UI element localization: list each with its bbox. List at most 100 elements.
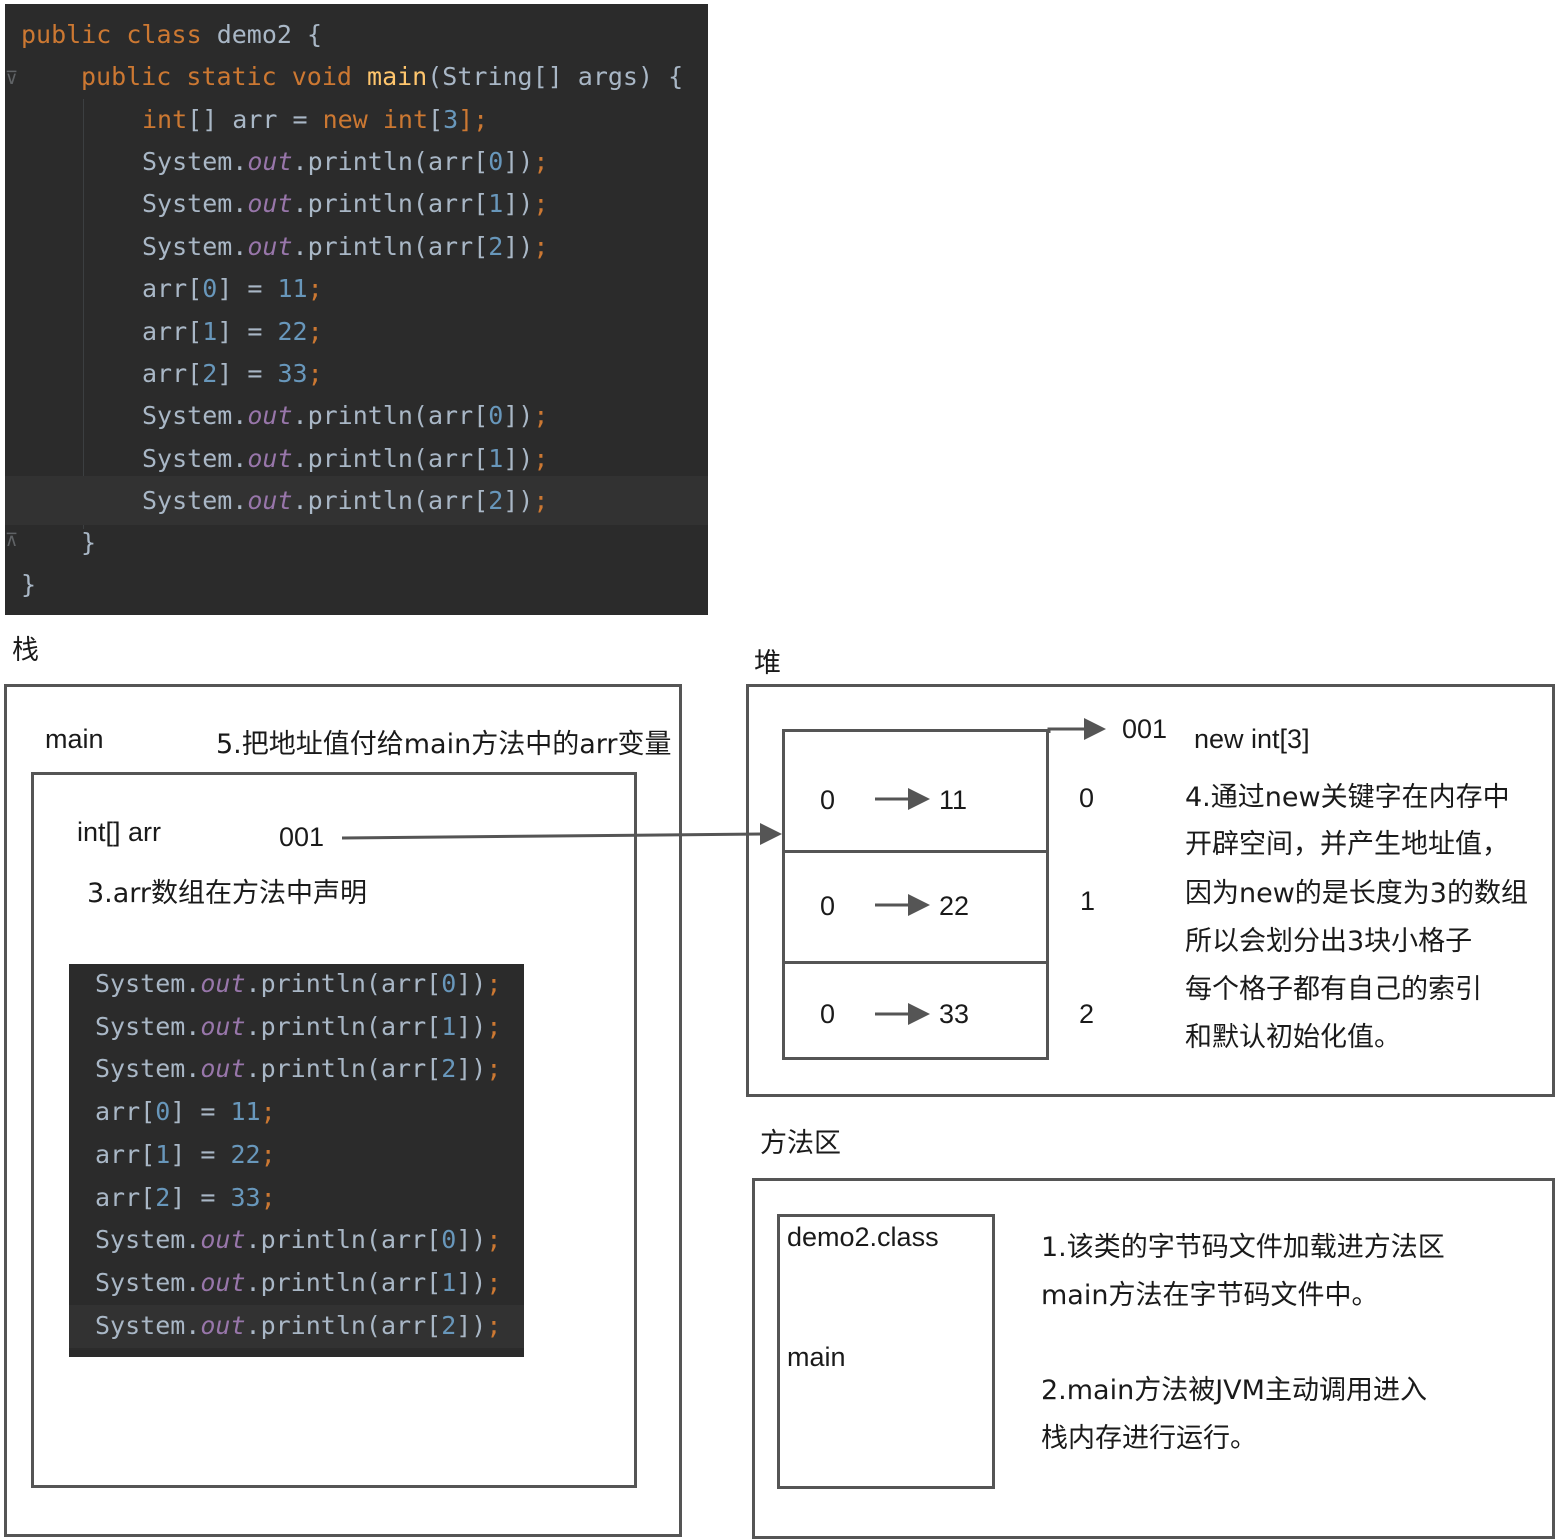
heap-title: 堆 [754, 648, 781, 679]
code-token: .println(arr[ [245, 1054, 442, 1084]
code-token: System. [142, 443, 248, 473]
arr-variable-label: int[] arr [77, 817, 162, 847]
code-token: 11 [277, 274, 308, 304]
step5-annotation: 5.把地址值付给main方法中的arr变量 [216, 729, 672, 760]
step1-line: 1.该类的字节码文件加载进方法区 [1041, 1232, 1445, 1263]
code-token: .println(arr[ [292, 486, 489, 516]
code-token: ]) [503, 443, 534, 473]
code-token: ]) [456, 1225, 487, 1255]
code-token: arr[ [95, 1139, 156, 1169]
code-token: ; [533, 401, 549, 431]
stack-frame-label: main [45, 724, 104, 754]
code-line: System.out.println(arr[0]); [69, 1225, 524, 1254]
code-token: ]) [456, 969, 487, 998]
code-token: System. [95, 1054, 201, 1084]
code-token: .println(arr[ [245, 1225, 442, 1255]
code-token: ]) [503, 401, 534, 431]
cell-default-value: 0 [820, 785, 836, 815]
code-line: System.out.println(arr[1]); [69, 1012, 524, 1041]
code-token: ; [307, 316, 323, 346]
code-token: ]) [456, 1054, 487, 1084]
code-token: System. [142, 401, 248, 431]
code-token: ; [533, 443, 549, 473]
code-token: arr[ [142, 274, 203, 304]
code-token: ; [260, 1139, 276, 1169]
step3-annotation: 3.arr数组在方法中声明 [87, 878, 368, 909]
code-token: 2 [202, 359, 218, 388]
code-token: 0 [441, 1225, 457, 1255]
code-token: System. [142, 231, 248, 261]
code-token: System. [95, 1310, 201, 1340]
step2-line: 栈内存进行运行。 [1041, 1423, 1257, 1454]
code-token: out [247, 443, 293, 473]
code-token: System. [95, 1267, 201, 1297]
code-token: out [247, 231, 293, 261]
code-token: 2 [488, 231, 504, 261]
cell-default-value: 0 [820, 891, 836, 921]
code-token: 1 [155, 1139, 171, 1169]
code-line: System.out.println(arr[1]); [69, 1268, 524, 1297]
code-token: 33 [277, 359, 308, 388]
code-token: 1 [202, 316, 218, 346]
code-token: 2 [441, 1054, 457, 1084]
code-line-close-class: } [21, 570, 37, 599]
code-token: .println(arr[ [245, 1011, 442, 1041]
code-token: 1 [441, 1011, 457, 1041]
step4-line: 和默认初始化值。 [1185, 1022, 1401, 1053]
stack-title: 栈 [12, 635, 39, 666]
code-token: ; [533, 147, 549, 176]
code-token: .println(arr[ [292, 401, 489, 431]
step2-line: 2.main方法被JVM主动调用进入 [1041, 1375, 1427, 1406]
code-token: ; [486, 969, 502, 998]
code-token: 2 [155, 1182, 171, 1212]
code-line: System.out.println(arr[2]); [5, 476, 708, 526]
fold-icon: ⊽ [5, 68, 19, 89]
code-token: 0 [441, 969, 457, 998]
code-token: 22 [277, 316, 308, 346]
code-token: ; [260, 1182, 276, 1212]
code-token: ; [486, 1310, 502, 1340]
code-token: arr[ [95, 1097, 156, 1127]
code-line: System.out.println(arr[1]); [5, 189, 708, 218]
code-token: 0 [488, 147, 504, 176]
code-line: arr[0] = 11; [69, 1097, 524, 1126]
code-token: 11 [230, 1097, 261, 1127]
step4-line: 所以会划分出3块小格子 [1185, 926, 1473, 957]
code-token: ]) [503, 486, 534, 516]
code-token: System. [142, 486, 248, 516]
code-line: arr[1] = 22; [69, 1140, 524, 1169]
code-token: arr[ [142, 359, 203, 388]
cell-assigned-value: 11 [939, 785, 968, 815]
code-line: System.out.println(arr[0]); [69, 969, 524, 998]
code-token: out [200, 1267, 246, 1297]
code-token: 2 [441, 1310, 457, 1340]
code-token: .println(arr[ [292, 231, 489, 261]
code-token: ; [260, 1097, 276, 1127]
code-token: System. [95, 1011, 201, 1041]
code-token: 0 [155, 1097, 171, 1127]
array-cell [782, 961, 1049, 1060]
method-area-title: 方法区 [760, 1128, 841, 1159]
code-token: out [247, 401, 293, 431]
code-token: ; [533, 486, 549, 516]
heap-new-expression: new int[3] [1194, 724, 1310, 754]
cell-assigned-value: 33 [939, 999, 970, 1029]
code-token: .println(arr[ [245, 1310, 442, 1340]
code-token: ]) [503, 147, 534, 176]
code-token: ] = [217, 274, 278, 304]
code-line-class: public class demo2 { [21, 20, 323, 49]
code-line: System.out.println(arr[1]); [5, 444, 708, 473]
code-token: ]) [456, 1267, 487, 1297]
indent-guide [83, 99, 84, 529]
step1-line: main方法在字节码文件中。 [1041, 1280, 1379, 1311]
code-line: System.out.println(arr[2]); [5, 232, 708, 261]
code-token: System. [142, 189, 248, 219]
code-token: 2 [488, 486, 504, 516]
code-token: 33 [230, 1182, 261, 1212]
code-line-declaration: int[] arr = new int[3]; [142, 105, 489, 134]
class-file-box [777, 1214, 995, 1489]
code-line: System.out.println(arr[2]); [69, 1304, 524, 1348]
code-token: out [247, 189, 293, 219]
code-token: .println(arr[ [292, 189, 489, 219]
code-line: System.out.println(arr[0]); [5, 401, 708, 430]
